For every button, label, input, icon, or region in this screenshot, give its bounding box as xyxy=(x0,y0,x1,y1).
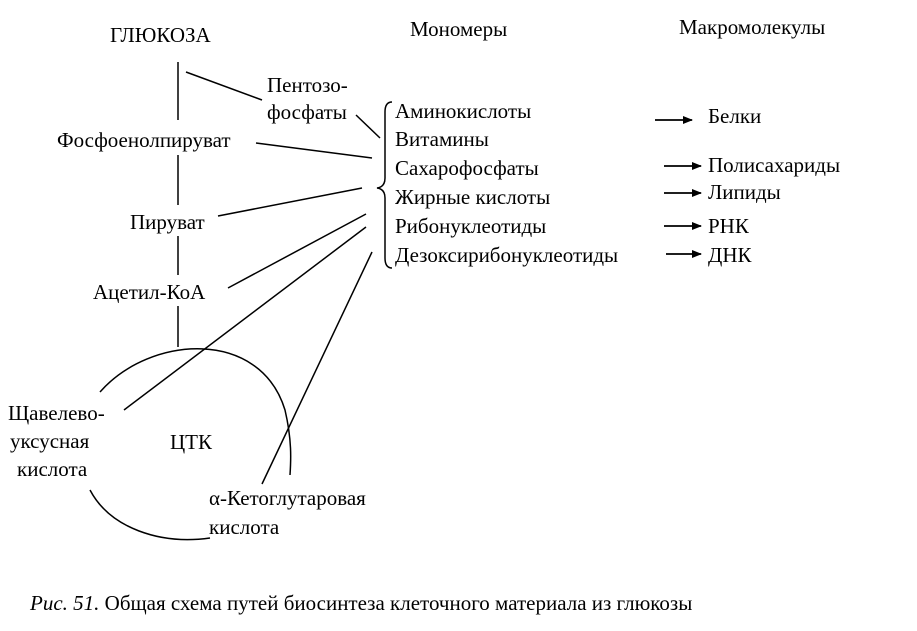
oxaloacetate-to-monomers-line xyxy=(123,226,367,411)
pep-label: Фосфоенолпируват xyxy=(57,128,231,152)
glucose-to-pentose-line xyxy=(185,71,263,101)
monomer-fatty-acids: Жирные кислоты xyxy=(395,185,550,209)
monomer-ribonucleotides: Рибонуклеотиды xyxy=(395,214,546,238)
ketoglutarate-label-1: α-Кетоглутаровая xyxy=(209,486,366,510)
pentose-label-2: фосфаты xyxy=(267,100,347,124)
header-glucose: ГЛЮКОЗА xyxy=(110,23,212,47)
oxaloacetate-label-3: кислота xyxy=(17,457,88,481)
monomer-amino-acids: Аминокислоты xyxy=(395,99,531,123)
pyruvate-label: Пируват xyxy=(130,210,205,234)
oxaloacetate-label-2: уксусная xyxy=(10,429,90,453)
monomers-brace xyxy=(376,101,393,269)
acetyl-coa-label: Ацетил-КоА xyxy=(93,280,206,304)
macro-lipids: Липиды xyxy=(708,180,781,204)
caption-text: Общая схема путей биосинтеза клеточного … xyxy=(99,591,692,615)
monomer-deoxyribonucleotides: Дезоксирибонуклеотиды xyxy=(395,243,618,267)
figure-number: Рис. 51. xyxy=(29,591,99,615)
pentose-label-1: Пентозо- xyxy=(267,73,348,97)
pyruvate-to-monomers-line xyxy=(217,187,363,217)
figure-caption: Рис. 51. Общая схема путей биосинтеза кл… xyxy=(29,591,692,615)
tca-cycle-upper-arc xyxy=(99,348,292,476)
macro-dna: ДНК xyxy=(708,243,752,267)
tca-cycle-lower-arc xyxy=(89,489,211,541)
oxaloacetate-label-1: Щавелево- xyxy=(8,401,105,425)
macro-proteins: Белки xyxy=(708,104,761,128)
macro-rna: РНК xyxy=(708,214,750,238)
monomer-sugar-phosphates: Сахарофосфаты xyxy=(395,156,539,180)
acetyl-to-monomers-line xyxy=(227,213,367,289)
pep-to-monomers-line xyxy=(255,142,373,159)
header-monomers: Мономеры xyxy=(410,17,507,41)
ketoglutarate-label-2: кислота xyxy=(209,515,280,539)
macro-polysaccharides: Полисахариды xyxy=(708,153,840,177)
header-macromolecules: Макромолекулы xyxy=(679,15,825,39)
tca-label: ЦТК xyxy=(170,430,213,454)
ketoglutarate-to-monomers-line xyxy=(261,251,373,485)
pentose-to-monomers-line xyxy=(355,114,381,139)
monomer-vitamins: Витамины xyxy=(395,127,489,151)
